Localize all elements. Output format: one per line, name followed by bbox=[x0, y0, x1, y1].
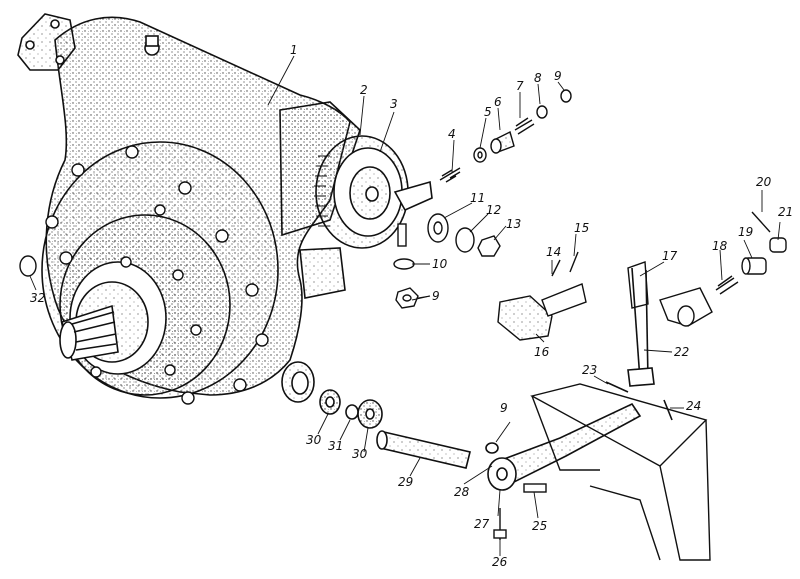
part-4-spring bbox=[439, 167, 461, 183]
callout-18: 18 bbox=[712, 239, 728, 253]
callout-13: 13 bbox=[506, 217, 522, 231]
callout-11: 11 bbox=[470, 191, 486, 205]
callout-32: 32 bbox=[30, 291, 46, 305]
callout-7: 7 bbox=[516, 79, 524, 93]
callout-29: 29 bbox=[398, 475, 414, 489]
callout-2: 2 bbox=[360, 83, 368, 97]
callout-31: 31 bbox=[328, 439, 344, 453]
callout-30-b: 30 bbox=[352, 447, 368, 461]
callout-10: 10 bbox=[432, 257, 448, 271]
part-21-nut bbox=[769, 237, 787, 253]
callout-9-mid: 9 bbox=[432, 289, 440, 303]
part-20-pin bbox=[751, 211, 771, 233]
part-16-bracket bbox=[497, 295, 553, 341]
flange-bolts bbox=[45, 145, 269, 405]
part-23-bolt bbox=[605, 381, 629, 393]
callout-5: 5 bbox=[484, 105, 492, 119]
callout-15: 15 bbox=[574, 221, 590, 235]
floor-plate bbox=[530, 383, 711, 561]
part-10-washer bbox=[393, 258, 415, 270]
part-29-shaft bbox=[379, 431, 471, 469]
callout-20: 20 bbox=[756, 175, 772, 189]
part-15-bolt bbox=[569, 251, 579, 273]
part-24-pin bbox=[663, 399, 673, 421]
callout-28: 28 bbox=[454, 485, 470, 499]
callout-26: 26 bbox=[492, 555, 508, 569]
part-13-nut bbox=[477, 235, 501, 257]
part-9-nut-top bbox=[560, 89, 572, 103]
callout-19: 19 bbox=[738, 225, 754, 239]
part-17-lever bbox=[627, 261, 649, 309]
part-25-key bbox=[523, 483, 547, 493]
callout-24: 24 bbox=[686, 399, 702, 413]
callout-3: 3 bbox=[390, 97, 398, 111]
callout-4: 4 bbox=[448, 127, 456, 141]
callout-22: 22 bbox=[674, 345, 690, 359]
part-18-spring bbox=[715, 275, 739, 295]
callout-27: 27 bbox=[474, 517, 490, 531]
part-7-spring bbox=[514, 117, 535, 135]
part-32-plug bbox=[19, 255, 37, 277]
callout-8: 8 bbox=[534, 71, 542, 85]
callout-12: 12 bbox=[486, 203, 502, 217]
callout-16: 16 bbox=[534, 345, 550, 359]
callout-21: 21 bbox=[778, 205, 794, 219]
callout-9-low: 9 bbox=[500, 401, 508, 415]
callout-30-a: 30 bbox=[306, 433, 322, 447]
callout-1: 1 bbox=[290, 43, 298, 57]
part-22-rod bbox=[631, 267, 641, 381]
part-10-bolt bbox=[397, 223, 407, 247]
callout-6: 6 bbox=[494, 95, 502, 109]
part-9-nut-low bbox=[485, 442, 499, 454]
callout-25: 25 bbox=[532, 519, 548, 533]
callout-17: 17 bbox=[662, 249, 678, 263]
part-8-washer bbox=[536, 105, 548, 119]
drum-teeth bbox=[314, 155, 330, 227]
callout-14: 14 bbox=[546, 245, 562, 259]
part-12-lockwasher bbox=[455, 227, 475, 253]
leader-lines bbox=[29, 55, 781, 556]
part-31-ring bbox=[345, 404, 359, 420]
callout-23: 23 bbox=[582, 363, 598, 377]
callout-9-top: 9 bbox=[554, 69, 562, 83]
